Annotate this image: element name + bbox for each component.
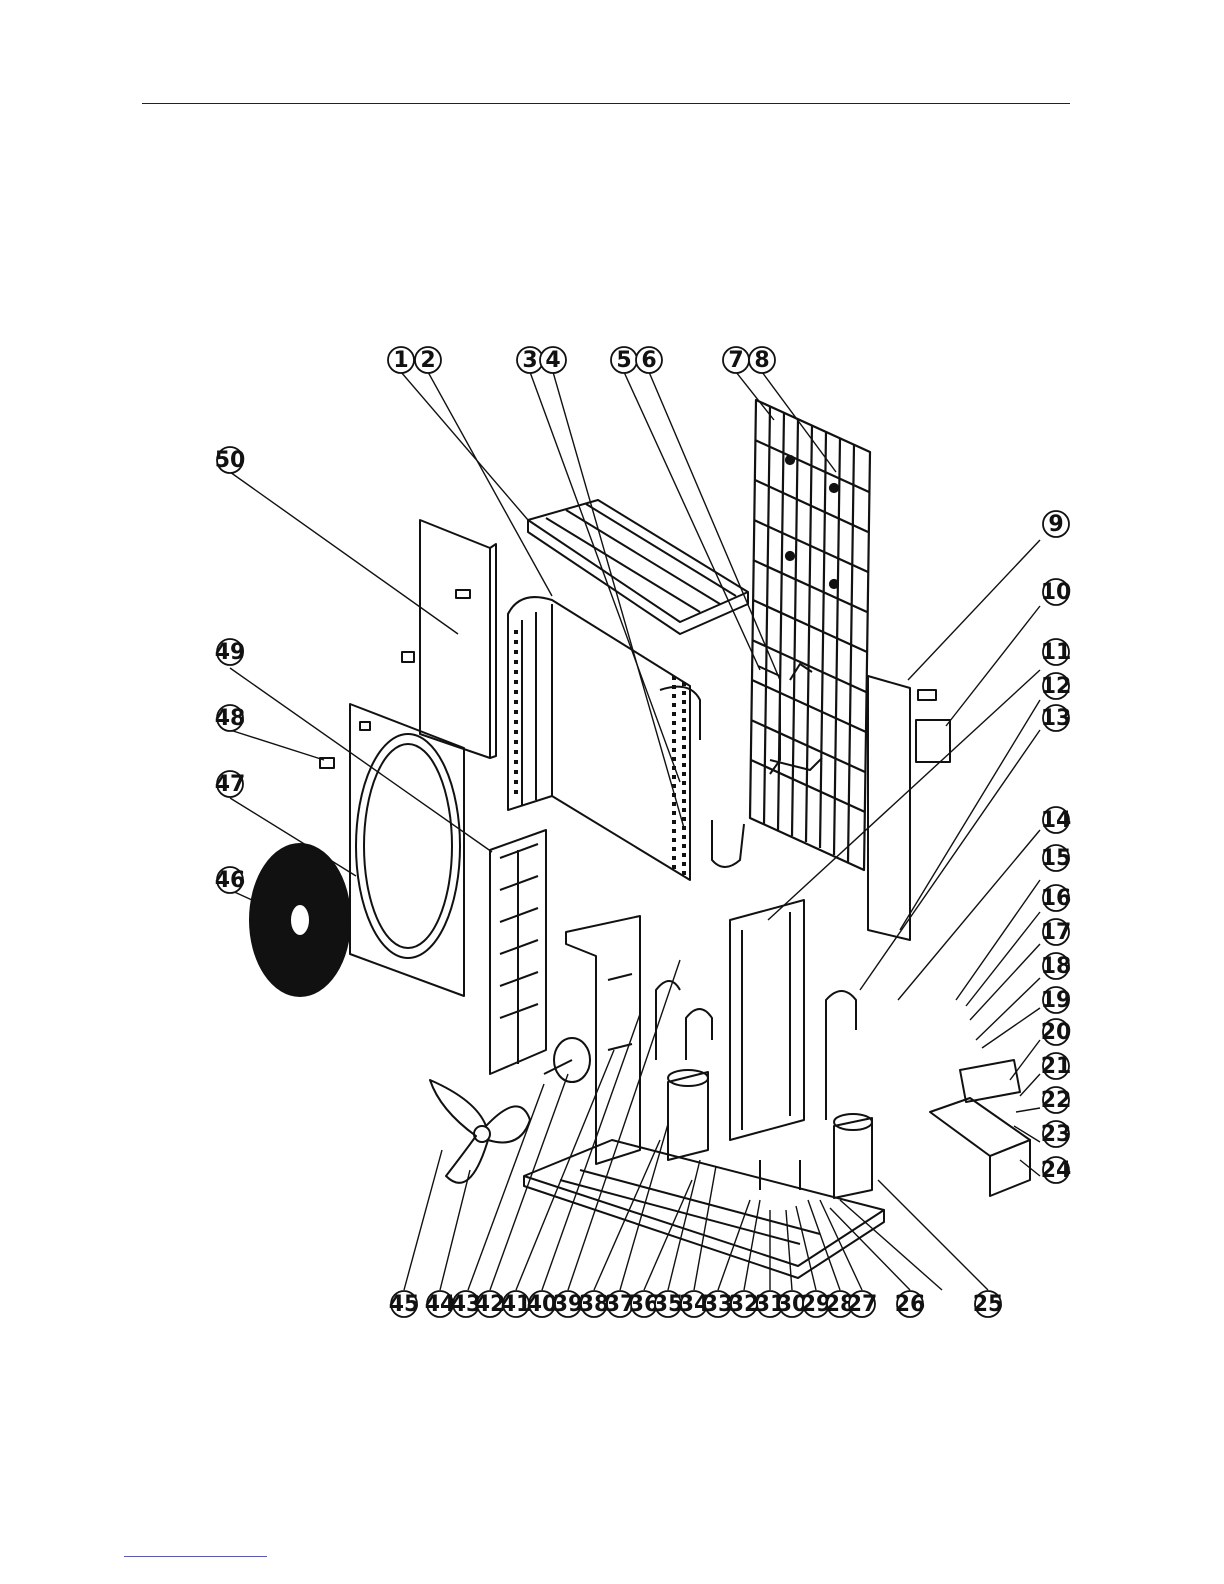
callout-label: 16: [1041, 886, 1072, 911]
callout-label: 17: [1041, 920, 1072, 945]
electric-control-box: [930, 1060, 1030, 1196]
callout-label: 49: [215, 640, 246, 665]
callout-3: 3: [517, 347, 543, 373]
callout-label: 50: [215, 448, 246, 473]
callout-label: 26: [895, 1292, 926, 1317]
callout-6: 6: [636, 347, 662, 373]
callout-21: 21: [1041, 1053, 1072, 1079]
callout-19: 19: [1041, 987, 1072, 1013]
callout-11: 11: [1041, 639, 1072, 665]
callout-26: 26: [895, 1291, 926, 1317]
callout-label: 2: [420, 348, 435, 373]
callout-13: 13: [1041, 705, 1072, 731]
callout-2: 2: [415, 347, 441, 373]
callout-16: 16: [1041, 885, 1072, 911]
callout-48: 48: [215, 705, 246, 731]
callout-8: 8: [749, 347, 775, 373]
callout-23: 23: [1041, 1121, 1072, 1147]
callout-label: 45: [389, 1292, 420, 1317]
side-grille: [490, 830, 546, 1074]
callout-18: 18: [1041, 953, 1072, 979]
callout-47: 47: [215, 771, 246, 797]
compressor: [668, 1070, 708, 1160]
callout-label: 19: [1041, 988, 1072, 1013]
callout-50: 50: [215, 447, 246, 473]
callout-label: 24: [1041, 1158, 1072, 1183]
motor-bracket: [566, 916, 640, 1164]
callout-label: 4: [545, 348, 560, 373]
callout-label: 48: [215, 706, 246, 731]
right-side-panel: [868, 676, 950, 940]
callout-1: 1: [388, 347, 414, 373]
condenser-coil: [508, 597, 744, 880]
callout-label: 13: [1041, 706, 1072, 731]
callout-45: 45: [389, 1291, 420, 1317]
callout-label: 9: [1048, 512, 1063, 537]
fan-guard: [250, 844, 350, 996]
callout-label: 27: [847, 1292, 878, 1317]
compressor-2: [834, 1114, 872, 1198]
callout-4: 4: [540, 347, 566, 373]
callout-label: 11: [1041, 640, 1072, 665]
callout-label: 14: [1041, 808, 1072, 833]
callout-label: 5: [616, 348, 631, 373]
callout-label: 7: [728, 348, 743, 373]
callout-label: 23: [1041, 1122, 1072, 1147]
callout-10: 10: [1041, 579, 1072, 605]
top-cover: [528, 500, 748, 634]
callout-label: 25: [973, 1292, 1004, 1317]
callout-label: 20: [1041, 1020, 1072, 1045]
callout-24: 24: [1041, 1157, 1072, 1183]
rear-wire-grille: [750, 400, 870, 870]
callout-9: 9: [1043, 511, 1069, 537]
callout-label: 1: [393, 348, 408, 373]
callout-label: 15: [1041, 846, 1072, 871]
callout-label: 47: [215, 772, 246, 797]
partition-plate: [730, 900, 804, 1140]
callout-20: 20: [1041, 1019, 1072, 1045]
callout-5: 5: [611, 347, 637, 373]
footer-rule: [124, 1556, 267, 1557]
connecting-pipe: [758, 664, 822, 774]
callout-label: 6: [641, 348, 656, 373]
callout-27: 27: [847, 1291, 878, 1317]
callout-22: 22: [1041, 1087, 1072, 1113]
left-side-panel: [402, 520, 496, 758]
callout-label: 3: [522, 348, 537, 373]
callout-25: 25: [973, 1291, 1004, 1317]
callout-label: 18: [1041, 954, 1072, 979]
callout-14: 14: [1041, 807, 1072, 833]
callout-49: 49: [215, 639, 246, 665]
callout-label: 21: [1041, 1054, 1072, 1079]
callout-46: 46: [215, 867, 246, 893]
callout-15: 15: [1041, 845, 1072, 871]
callout-17: 17: [1041, 919, 1072, 945]
callout-7: 7: [723, 347, 749, 373]
fan-blade: [430, 1080, 530, 1183]
callout-12: 12: [1041, 673, 1072, 699]
callout-label: 46: [215, 868, 246, 893]
callout-label: 8: [754, 348, 769, 373]
callout-label: 10: [1041, 580, 1072, 605]
callout-label: 22: [1041, 1088, 1072, 1113]
callout-label: 12: [1041, 674, 1072, 699]
